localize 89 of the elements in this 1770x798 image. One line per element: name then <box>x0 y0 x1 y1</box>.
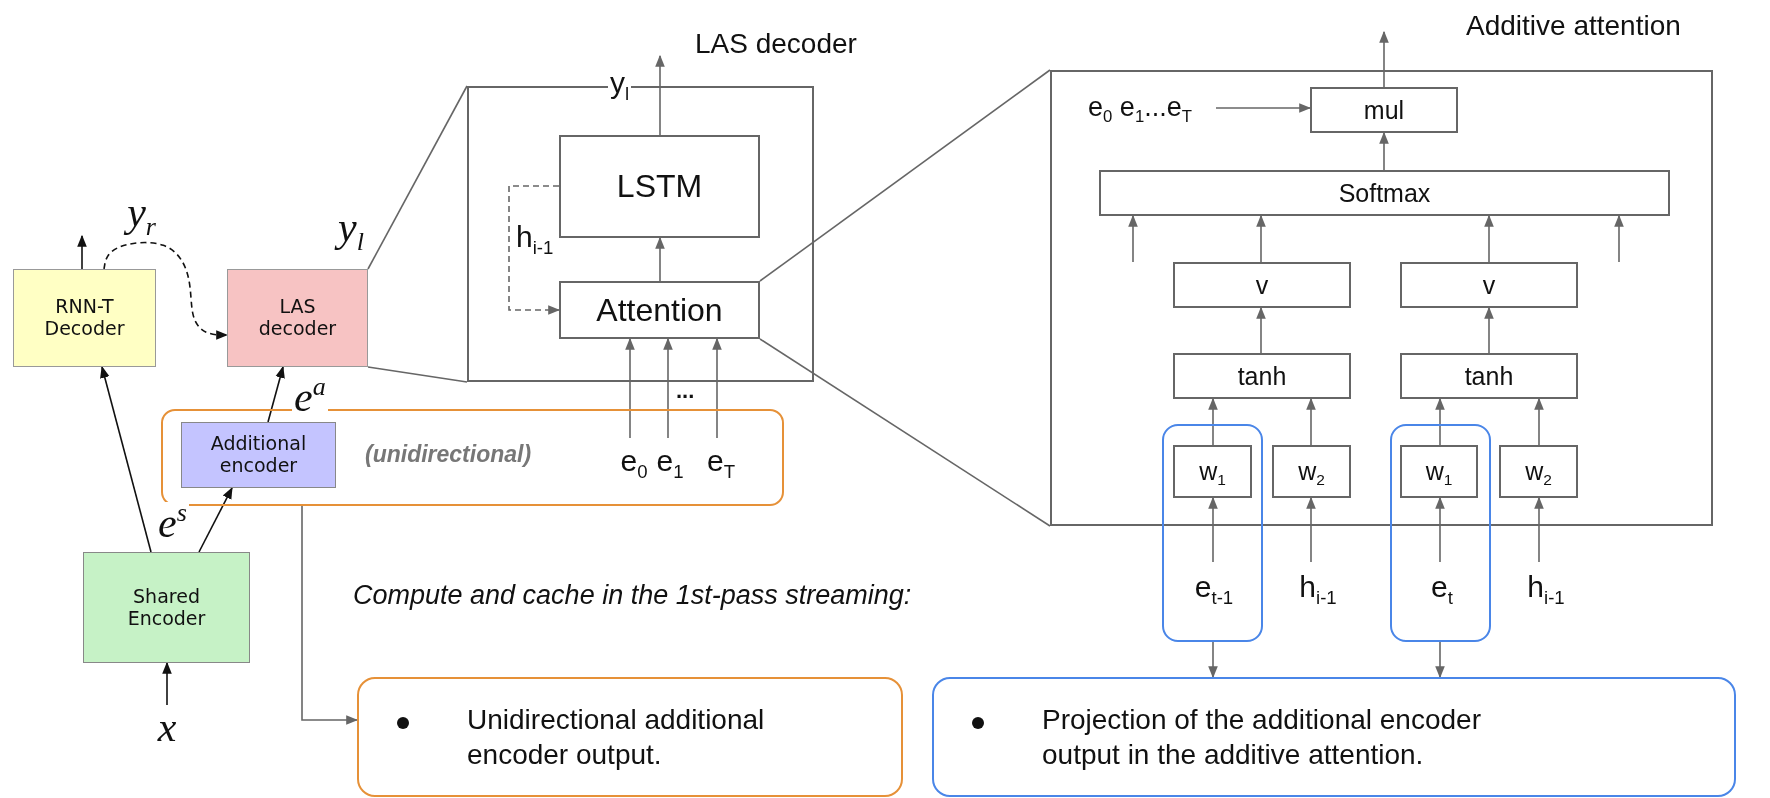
arrow <box>1435 496 1445 563</box>
arrow <box>77 234 87 270</box>
layer-box <box>1499 445 1578 498</box>
box-label: tanh <box>1464 361 1514 391</box>
box-label: Softmax <box>1338 178 1431 208</box>
variable-label: e$_{1}$ <box>653 438 687 484</box>
note-text: Unidirectional additional encoder output. <box>467 703 766 772</box>
arrow <box>1534 397 1544 446</box>
arrow <box>1484 214 1494 263</box>
arrow <box>1128 214 1138 263</box>
layer-box <box>1400 353 1578 399</box>
arrow <box>1484 306 1494 354</box>
output-symbol: y$_{r}$ <box>74 188 160 236</box>
panel-title: LAS decoder <box>695 28 857 61</box>
arrow <box>625 337 635 439</box>
arrow <box>1215 103 1312 113</box>
arrow <box>655 54 665 136</box>
dashed-arrow <box>103 241 229 340</box>
variable-label: h$_{i-1}$ <box>1281 562 1355 612</box>
layer-box <box>1400 262 1578 308</box>
variable-label: e$_{t}$ <box>1418 562 1466 612</box>
dashed-arrow <box>508 185 561 315</box>
layer-box <box>559 135 760 238</box>
note-text: Projection of the additional encoder output in the additive attention. <box>1042 703 1482 772</box>
arrow <box>712 337 722 439</box>
variable-label: h$_{i-1}$ <box>1509 562 1583 612</box>
arrow <box>1256 306 1266 354</box>
layer-box <box>1173 445 1252 498</box>
note-caption: Compute and cache in the 1st-pass streaming: <box>353 582 912 609</box>
variable-label: e$_{0}$ e$_{1}$...e$_{T}$ <box>1064 84 1216 130</box>
arrow <box>1306 496 1316 563</box>
variable-label: e$_{0}$ <box>615 438 653 484</box>
arrow <box>100 365 152 553</box>
box-label: tanh <box>1237 361 1287 391</box>
layer-box <box>1272 445 1351 498</box>
layer-box <box>1310 87 1458 133</box>
encoder-box <box>181 422 336 488</box>
layer-box <box>1173 262 1351 308</box>
decoder-box <box>13 269 156 367</box>
layer-box <box>559 281 760 339</box>
arrow <box>267 365 285 423</box>
arrow <box>1435 397 1445 446</box>
group-outline <box>161 409 784 506</box>
box-label: w$_{1}$ <box>1425 457 1453 486</box>
note-box <box>932 677 1736 797</box>
box-label: Shared Encoder <box>126 585 207 630</box>
arrow <box>655 236 665 282</box>
zoom-line <box>759 338 1051 527</box>
arrow <box>1614 214 1624 263</box>
box-label: v <box>1255 270 1269 300</box>
box-label: mul <box>1363 95 1405 125</box>
arrow <box>198 486 233 553</box>
arrow <box>1306 397 1316 446</box>
note-box <box>357 677 903 797</box>
group-label: (unidirectional) <box>365 441 532 468</box>
layer-box <box>1400 445 1478 498</box>
encoder-box <box>83 552 250 663</box>
box-label: w$_{2}$ <box>1525 457 1552 486</box>
arrow <box>1379 131 1389 171</box>
output-symbol: y$_{l}$ <box>288 202 368 252</box>
variable-label: e$_{t-1}$ <box>1176 562 1252 612</box>
arrow <box>1435 641 1445 679</box>
arrow <box>1534 496 1544 563</box>
layer-box <box>1173 353 1351 399</box>
variable-label: e$_{T}$ <box>700 438 742 484</box>
input-symbol: x <box>148 705 186 749</box>
panel-title: Additive attention <box>1466 10 1681 43</box>
box-label: w$_{2}$ <box>1298 457 1325 486</box>
decoder-box <box>227 269 368 367</box>
zoom-line <box>367 85 468 270</box>
box-label: LSTM <box>616 168 703 205</box>
arrow <box>301 505 359 725</box>
arrow <box>162 661 172 706</box>
arrow <box>1208 397 1218 446</box>
box-label: LAS decoder <box>257 296 338 340</box>
arrow <box>1256 214 1266 263</box>
box-label: Attention <box>596 291 723 329</box>
box-label: RNN-T Decoder <box>43 296 126 340</box>
layer-box <box>1099 170 1670 216</box>
arrow <box>663 337 673 439</box>
box-label: Additional encoder <box>209 433 308 477</box>
zoom-line <box>759 69 1051 282</box>
arrow <box>1208 641 1218 679</box>
box-label: v <box>1482 270 1496 300</box>
box-label: w$_{1}$ <box>1199 457 1226 486</box>
arrow <box>1208 496 1218 563</box>
ellipsis-label: ... <box>676 380 695 402</box>
zoom-line <box>367 366 468 383</box>
arrow <box>1379 30 1389 88</box>
